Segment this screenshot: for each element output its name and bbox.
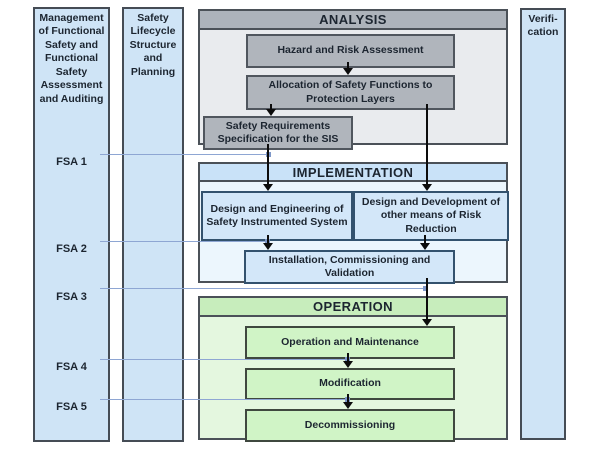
fsa-1-line — [100, 154, 269, 155]
arrow-allocation-to-srs — [270, 104, 272, 111]
arrow-hazard-to-allocation — [347, 62, 349, 70]
arrowhead-operation-to-modification-icon — [343, 361, 353, 368]
fsa-1-label: FSA 1 — [56, 156, 87, 168]
box-modification: Modification — [245, 368, 455, 400]
fsa-2-line — [100, 241, 268, 242]
box-operation-maintenance: Operation and Maintenance — [245, 326, 455, 359]
box-design-engineering-sis: Design and Engineering of Safety Instrum… — [201, 191, 353, 241]
box-installation-commissioning: Installation, Commissioning and Validati… — [244, 250, 455, 284]
fsa-3-endpoint-dot — [423, 286, 428, 291]
fsa-5-line — [100, 399, 348, 400]
arrow-design-other-to-installation — [424, 235, 426, 245]
operation-section-header: OPERATION — [200, 298, 506, 317]
arrow-installation-to-operation — [426, 278, 428, 320]
fsa-4-line — [100, 359, 348, 360]
verification-column: Verifi- cation — [520, 8, 566, 440]
arrow-design-sis-to-installation — [267, 235, 269, 245]
planning-column-title: Safety Lifecycle Structure and Planning — [129, 12, 177, 78]
arrow-operation-to-modification — [347, 353, 349, 362]
verification-column-title: Verifi- cation — [522, 10, 564, 43]
planning-column: Safety Lifecycle Structure and Planning — [122, 7, 184, 442]
box-allocation-safety-functions: Allocation of Safety Functions to Protec… — [246, 75, 455, 110]
fsa-4-label: FSA 4 — [56, 361, 87, 373]
arrowhead-installation-to-operation-icon — [422, 319, 432, 326]
verification-title-line1: Verifi- — [528, 13, 558, 25]
verification-title-line2: cation — [527, 26, 559, 39]
analysis-section-header: ANALYSIS — [200, 11, 506, 30]
arrowhead-hazard-to-allocation-icon — [343, 68, 353, 75]
arrow-modification-to-decommissioning — [347, 394, 349, 403]
box-decommissioning: Decommissioning — [245, 409, 455, 442]
fsa-2-label: FSA 2 — [56, 243, 87, 255]
box-safety-requirements-spec: Safety Requirements Specification for th… — [203, 116, 353, 150]
fsa-3-line — [100, 288, 427, 289]
arrowhead-design-other-to-installation-icon — [420, 243, 430, 250]
arrowhead-allocation-to-design-other-icon — [422, 184, 432, 191]
arrow-allocation-to-design-other — [426, 104, 428, 186]
implementation-section-header: IMPLEMENTATION — [200, 164, 506, 182]
arrow-srs-to-design-sis — [267, 144, 269, 186]
management-column: Management of Functional Safety and Func… — [33, 7, 110, 442]
box-design-development-other: Design and Development of other means of… — [353, 191, 509, 241]
arrowhead-srs-to-design-sis-icon — [263, 184, 273, 191]
arrowhead-design-sis-to-installation-icon — [263, 243, 273, 250]
arrowhead-allocation-to-srs-icon — [266, 109, 276, 116]
fsa-3-label: FSA 3 — [56, 291, 87, 303]
box-hazard-risk-assessment: Hazard and Risk Assessment — [246, 34, 455, 68]
management-column-title: Management of Functional Safety and Func… — [38, 12, 105, 105]
arrowhead-modification-to-decommissioning-icon — [343, 402, 353, 409]
fsa-5-label: FSA 5 — [56, 401, 87, 413]
